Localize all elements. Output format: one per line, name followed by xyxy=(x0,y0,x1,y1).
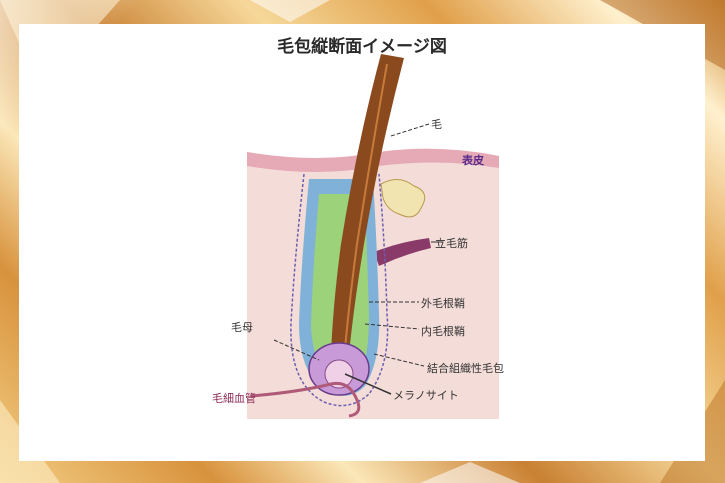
label-hair-matrix: 毛母 xyxy=(231,321,253,334)
label-epidermis: 表皮 xyxy=(462,154,484,167)
arrector-pili-muscle xyxy=(374,238,431,266)
sebaceous-gland xyxy=(380,179,426,218)
leader-connective xyxy=(373,353,425,367)
dermal-papilla xyxy=(324,359,354,389)
leader-matrix xyxy=(273,339,320,361)
label-hair: 毛 xyxy=(431,118,442,131)
label-melanocyte: メラノサイト xyxy=(393,389,459,402)
hair-shaft-highlight xyxy=(344,63,388,350)
leader-hair xyxy=(390,123,430,137)
diagram-card: 毛包縦断面イメージ図 毛 表皮 立毛筋 外毛根鞘 xyxy=(19,24,705,461)
hair-shaft xyxy=(331,54,404,354)
label-arrector-pili: 立毛筋 xyxy=(435,237,468,250)
capillary-vessel xyxy=(250,381,361,418)
connective-tissue-sheath xyxy=(290,173,389,407)
hair-follicle-diagram xyxy=(247,54,499,420)
label-capillary: 毛細血管 xyxy=(212,392,256,405)
label-inner-root-sheath: 内毛根鞘 xyxy=(421,325,465,338)
diagram-title: 毛包縦断面イメージ図 xyxy=(277,37,447,57)
label-connective-tissue-sheath: 結合組織性毛包 xyxy=(427,362,504,375)
leader-inner-sheath xyxy=(364,323,420,330)
leader-melanocyte xyxy=(344,373,392,395)
label-outer-root-sheath: 外毛根鞘 xyxy=(421,297,465,310)
